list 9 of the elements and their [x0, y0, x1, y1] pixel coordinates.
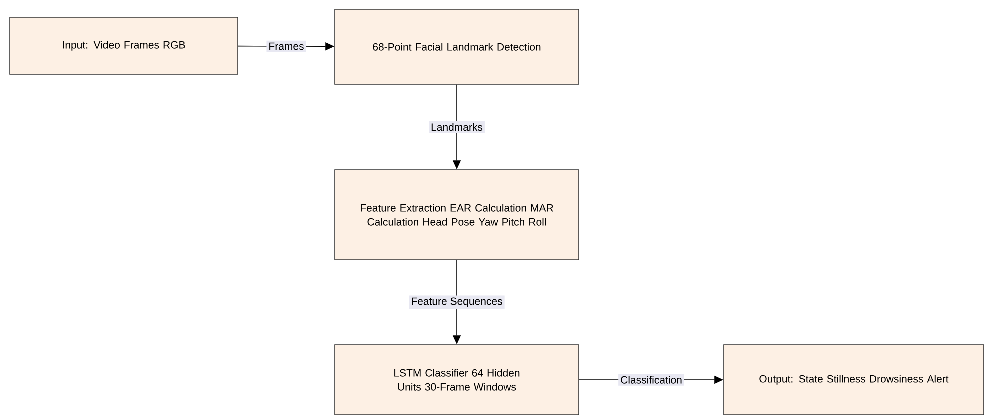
- process-box: 68-Point Facial Landmark Detection: [334, 9, 580, 85]
- process-box: Input: Video Frames RGB: [10, 17, 238, 75]
- edge-label: Feature Sequences: [409, 296, 505, 310]
- edge-label: Classification: [618, 374, 684, 386]
- edge-label: Frames: [266, 40, 306, 52]
- process-box: Feature Extraction EAR Calculation MAR Calculation Head Pose Yaw Pitch Roll: [334, 170, 580, 260]
- edge-label: Landmarks: [429, 121, 485, 134]
- process-box: Output: State Stillness Drowsiness Alert: [724, 344, 984, 416]
- process-box: LSTM Classifier 64 Hidden Units 30-Frame Windows: [334, 344, 580, 416]
